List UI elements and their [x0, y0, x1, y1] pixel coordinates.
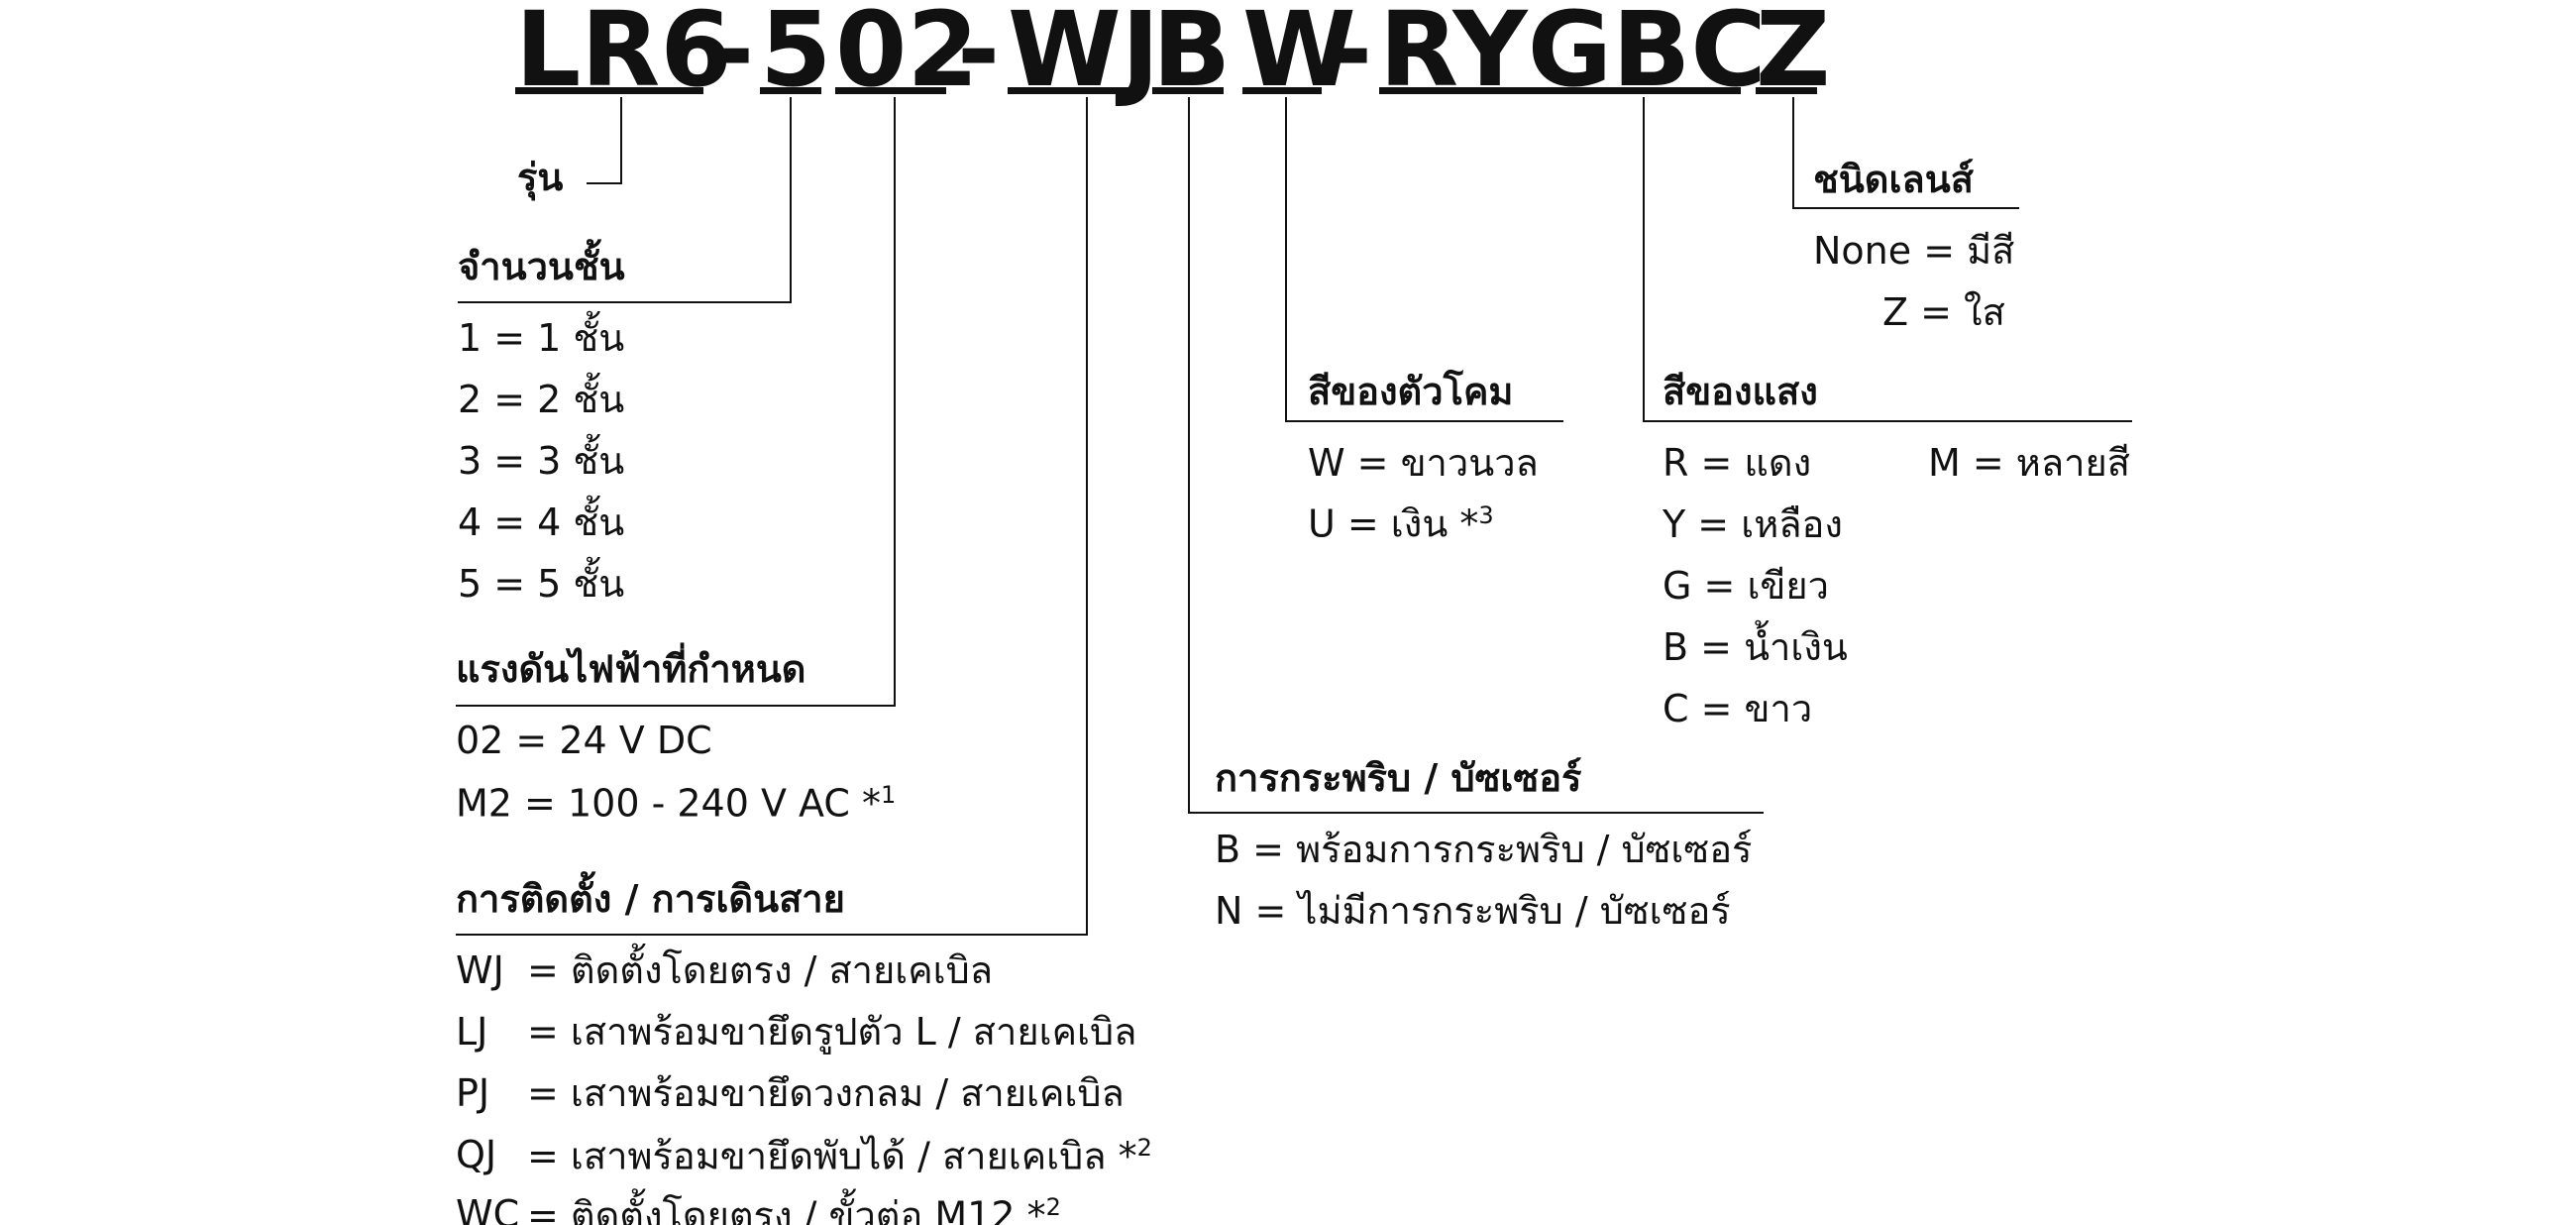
- underline-tiers: [760, 87, 821, 94]
- tiers-item: 2 = 2 ชั้น: [458, 378, 625, 421]
- code-voltage: 02: [835, 0, 979, 110]
- underline-lens: [1756, 87, 1817, 94]
- flash-item: B = พร้อมการกระพริบ / บัซเซอร์: [1215, 828, 1753, 871]
- tiers-item: 4 = 4 ชั้น: [458, 501, 625, 544]
- underline-light-colors: [1379, 87, 1741, 94]
- body-color-item: U = เงิน *3: [1308, 501, 1494, 546]
- underline-flash: [1152, 87, 1224, 94]
- footnote-marker: 2: [1136, 1134, 1152, 1162]
- mounting-code: WJ: [456, 948, 504, 992]
- underline-model: [515, 87, 703, 94]
- footnote-marker: 2: [1045, 1193, 1061, 1221]
- light-color-item: B = น้ำเงิน: [1663, 625, 1848, 669]
- connector-model: [587, 97, 622, 184]
- mounting-code: PJ: [456, 1071, 490, 1115]
- tiers-item: 1 = 1 ชั้น: [458, 316, 625, 360]
- light-color-multi: M = หลายสี: [1928, 441, 2130, 485]
- heading-tiers: จำนวนชั้น: [458, 245, 625, 288]
- mounting-text: = ติดตั้งโดยตรง / สายเคเบิล: [527, 948, 994, 992]
- code-model: LR6: [515, 0, 732, 110]
- mounting-text: = เสาพร้อมขายึดวงกลม / สายเคเบิล: [527, 1071, 1125, 1115]
- connector-mounting: [456, 97, 1088, 936]
- light-color-item: R = แดง: [1663, 441, 1812, 485]
- code-dash-3: -: [1330, 0, 1373, 110]
- footnote-marker: 1: [880, 781, 897, 809]
- footnote-marker: 3: [1478, 501, 1494, 529]
- connector-flash: [1188, 97, 1764, 814]
- mounting-code: LJ: [456, 1010, 488, 1054]
- code-light-colors: RYGBC: [1379, 0, 1767, 110]
- light-color-item: C = ขาว: [1663, 687, 1813, 730]
- lens-item: Z = ใส: [1882, 290, 2005, 334]
- underline-voltage: [835, 87, 946, 94]
- mounting-code: WC: [456, 1192, 520, 1225]
- underline-body-color: [1242, 87, 1322, 94]
- connector-voltage: [456, 97, 896, 707]
- code-lens: Z: [1756, 0, 1831, 110]
- lens-item: None = มีสี: [1813, 229, 2015, 273]
- heading-flash: การกระพริบ / บัซเซอร์: [1215, 756, 1582, 800]
- light-color-item: G = เขียว: [1663, 564, 1830, 608]
- heading-body-color: สีของตัวโคม: [1308, 370, 1514, 413]
- heading-voltage: แรงดันไฟฟ้าที่กำหนด: [456, 647, 806, 691]
- body-color-item: W = ขาวนวล: [1308, 441, 1539, 485]
- code-flash: B: [1152, 0, 1232, 110]
- heading-light-colors: สีของแสง: [1663, 370, 1818, 413]
- voltage-item: M2 = 100 - 240 V AC *1: [456, 781, 897, 826]
- heading-model: รุ่น: [517, 156, 564, 199]
- code-dash-1: -: [711, 0, 755, 110]
- heading-mounting: การติดตั้ง / การเดินสาย: [456, 877, 845, 921]
- mounting-text: = ติดตั้งโดยตรง / ขั้วต่อ M12 *2: [527, 1193, 1061, 1225]
- mounting-code: QJ: [456, 1133, 497, 1176]
- code-tiers: 5: [760, 0, 832, 110]
- tiers-item: 3 = 3 ชั้น: [458, 439, 625, 483]
- underline-mounting: [1008, 87, 1138, 94]
- tiers-item: 5 = 5 ชั้น: [458, 562, 625, 606]
- voltage-item: 02 = 24 V DC: [456, 719, 712, 762]
- connector-tiers: [458, 97, 792, 303]
- flash-item: N = ไม่มีการกระพริบ / บัซเซอร์: [1215, 889, 1731, 933]
- light-color-item: Y = เหลือง: [1663, 502, 1843, 546]
- code-body-color: W: [1242, 0, 1356, 110]
- code-mounting: WJ: [1008, 0, 1160, 110]
- mounting-text: = เสาพร้อมขายึดพับได้ / สายเคเบิล *2: [527, 1134, 1152, 1178]
- code-dash-2: -: [957, 0, 1001, 110]
- heading-lens: ชนิดเลนส์: [1813, 158, 1974, 201]
- mounting-text: = เสาพร้อมขายึดรูปตัว L / สายเคเบิล: [527, 1010, 1137, 1054]
